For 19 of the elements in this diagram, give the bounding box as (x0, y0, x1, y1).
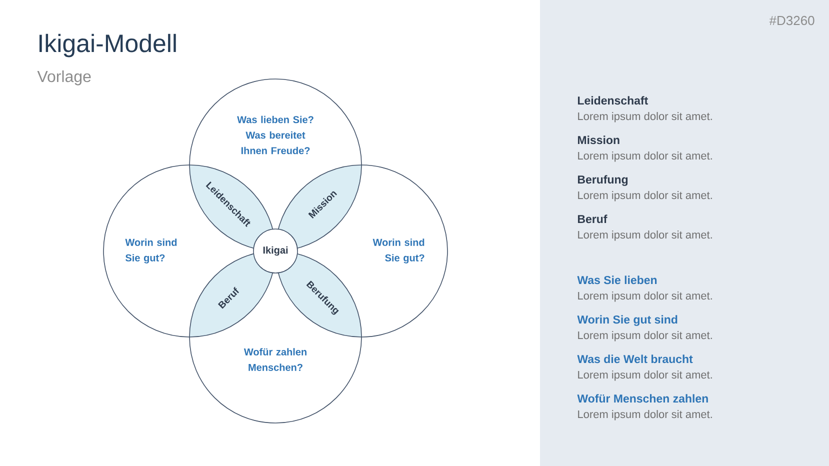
heading: Was die Welt braucht (577, 354, 693, 364)
body-text: Lorem ipsum dolor sit amet. (578, 152, 712, 162)
body-text: Lorem ipsum dolor sit amet. (578, 112, 712, 122)
body-text: Lorem ipsum dolor sit amet. (578, 331, 712, 342)
reference-code: #D3260 (769, 16, 814, 26)
body-text: Lorem ipsum dolor sit amet. (578, 230, 712, 241)
body-text: Lorem ipsum dolor sit amet. (578, 191, 712, 202)
title: Ikigai-Modell (40, 34, 176, 58)
heading: Beruf (578, 214, 608, 224)
heading: Berufung (578, 175, 628, 186)
heading: Was Sie lieben (577, 276, 657, 284)
body-text: Lorem ipsum dolor sit amet. (578, 370, 712, 381)
body-text: Lorem ipsum dolor sit amet. (578, 292, 712, 302)
subtitle: Vorlage (37, 70, 91, 86)
heading: Leidenschaft (578, 96, 648, 105)
body-text: Lorem ipsum dolor sit amet. (578, 410, 712, 420)
heading: Wofür Menschen zahlen (577, 394, 708, 403)
heading: Worin Sie gut sind (577, 315, 678, 326)
heading: Mission (578, 136, 620, 144)
